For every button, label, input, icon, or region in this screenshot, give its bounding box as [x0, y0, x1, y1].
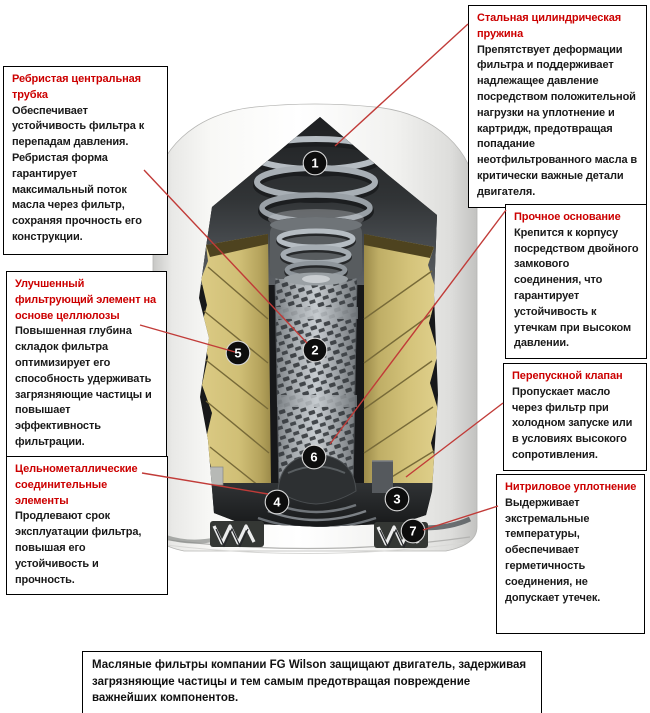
callout-title: Нитриловое уплотнение: [505, 481, 637, 493]
marker-2: 2: [302, 337, 328, 363]
callout-title: Улучшенный фильтрующий элемент на основе…: [15, 278, 157, 322]
marker-3: 3: [384, 486, 410, 512]
marker-1-label: 1: [311, 156, 318, 171]
callout-steel-spring: Стальная цилиндрическая пружина Препятст…: [468, 5, 647, 208]
spring-seat: [270, 217, 362, 286]
oil-filter-illustration: 1 2 5 6 4 3 7: [152, 103, 478, 554]
footer-caption: Масляные фильтры компании FG Wilson защи…: [82, 651, 542, 713]
marker-1: 1: [302, 150, 328, 176]
crimp-seam-left: [210, 521, 264, 548]
marker-3-label: 3: [393, 492, 400, 507]
marker-5: 5: [225, 340, 251, 366]
callout-central-tube: Ребристая центральная трубка Обеспечивае…: [3, 66, 168, 255]
callout-body: Продлевают срок эксплуатации фильтра, по…: [15, 510, 142, 586]
callout-filter-media: Улучшенный фильтрующий элемент на основе…: [6, 271, 167, 458]
callout-body: Крепится к корпусу посредством двойного …: [514, 226, 639, 350]
filter-media-left: [200, 234, 272, 500]
callout-body: Обеспечивает устойчивость фильтра к пере…: [12, 104, 145, 243]
callout-title: Прочное основание: [514, 211, 621, 223]
marker-6-label: 6: [310, 450, 317, 465]
marker-4-label: 4: [273, 495, 281, 510]
callout-bypass-valve: Перепускной клапан Пропускает масло чере…: [503, 363, 647, 471]
callout-body: Пропускает масло через фильтр при холодн…: [512, 385, 633, 461]
bypass-valve-dome: [277, 453, 357, 505]
callout-nitrile-seal: Нитриловое уплотнение Выдерживает экстре…: [496, 474, 645, 634]
callout-title: Ребристая центральная трубка: [12, 73, 141, 101]
callout-title: Цельнометаллические соединительные элеме…: [15, 463, 138, 507]
callout-metal-joints: Цельнометаллические соединительные элеме…: [6, 456, 168, 596]
marker-7: 7: [400, 518, 426, 544]
callout-body: Повышенная глубина складок фильтра оптим…: [15, 325, 152, 448]
callout-base: Прочное основание Крепится к корпусу пос…: [505, 204, 647, 360]
marker-6: 6: [301, 444, 327, 470]
callout-body: Препятствует деформации фильтра и поддер…: [477, 43, 638, 198]
marker-4: 4: [264, 489, 290, 515]
callout-title: Перепускной клапан: [512, 370, 623, 382]
callout-body: Выдерживает экстремальные температуры, о…: [505, 496, 601, 604]
marker-7-label: 7: [409, 524, 416, 539]
marker-2-label: 2: [311, 343, 318, 358]
marker-5-label: 5: [234, 346, 241, 361]
callout-title: Стальная цилиндрическая пружина: [477, 12, 622, 40]
footer-caption-text: Масляные фильтры компании FG Wilson защи…: [92, 659, 527, 704]
